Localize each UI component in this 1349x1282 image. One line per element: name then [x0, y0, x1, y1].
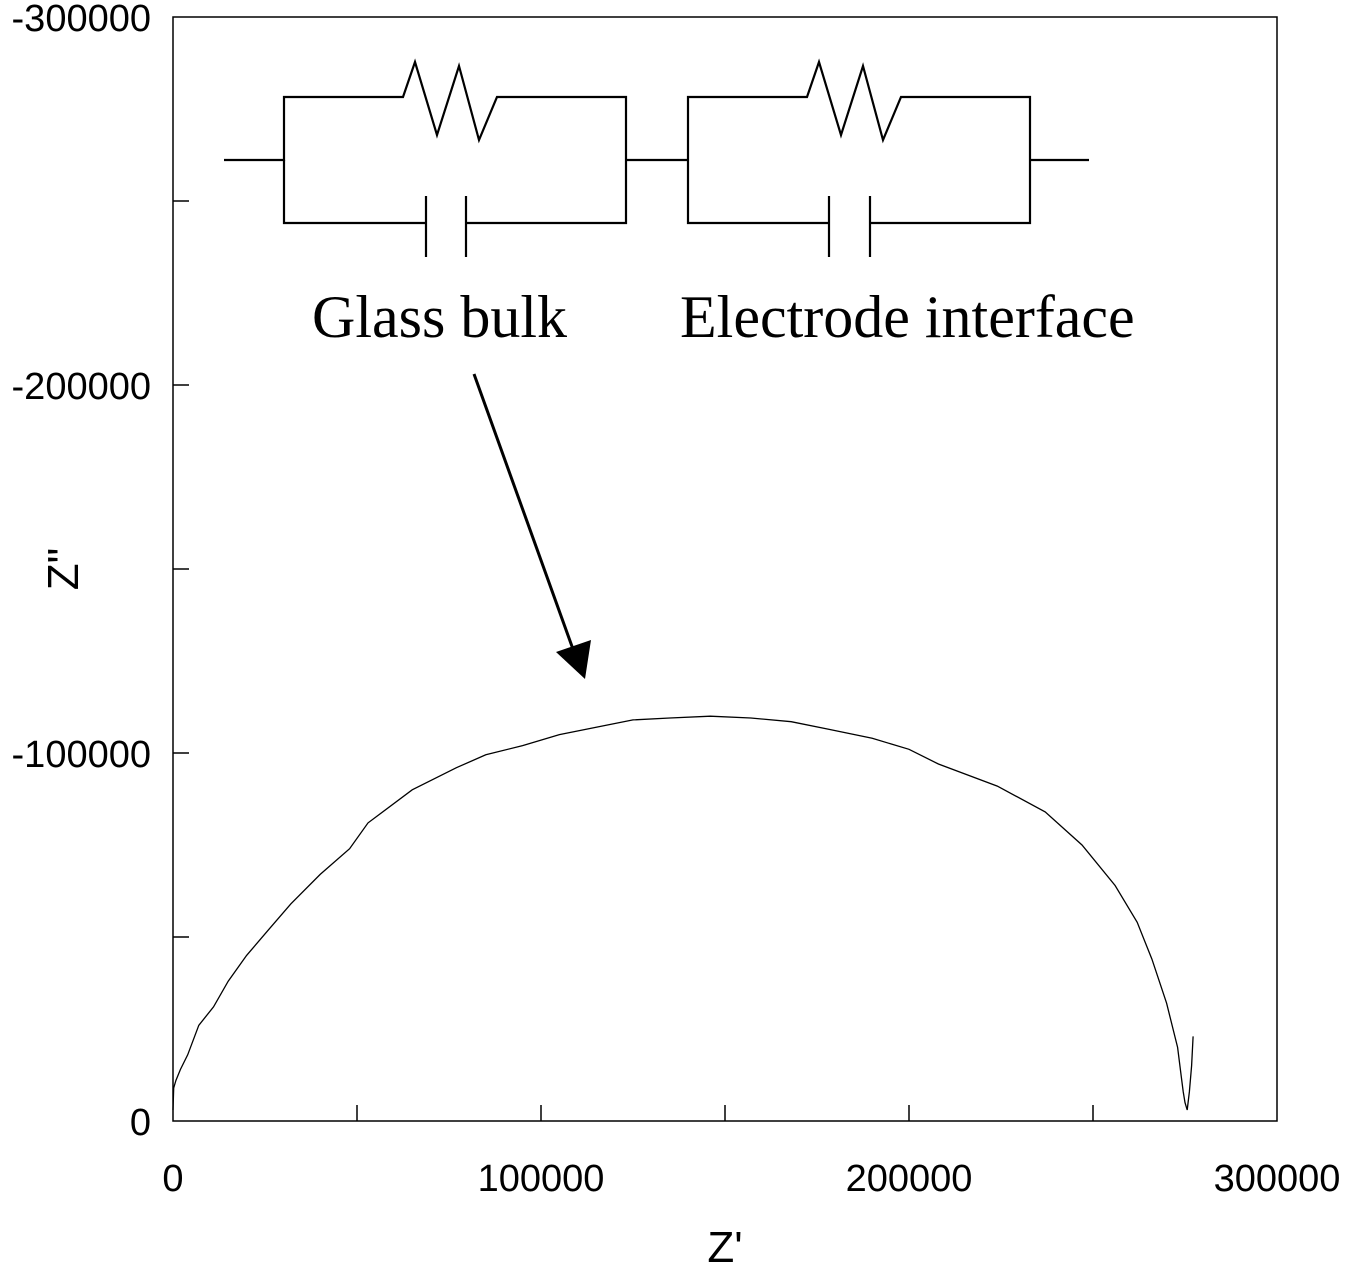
electrode-interface-rc-element: [686, 58, 1089, 257]
glass-bulk-rc-element: [224, 58, 628, 257]
plot-frame: [172, 16, 1278, 1122]
resistor-icon: [224, 58, 628, 162]
capacitor-icon: [282, 160, 628, 257]
electrode-interface-label: Electrode interface: [680, 284, 1135, 350]
y-tick-label: -200000: [12, 366, 151, 408]
x-tick-label: 200000: [846, 1158, 973, 1200]
x-tick-label: 100000: [478, 1158, 605, 1200]
arrow-shaft: [472, 373, 576, 653]
y-tick-label: -100000: [12, 734, 151, 776]
x-tick-label: 300000: [1214, 1158, 1341, 1200]
resistor-icon: [686, 58, 1032, 160]
annotation-arrow: [472, 373, 591, 679]
arrowhead-icon: [556, 640, 591, 679]
y-tick-label: -300000: [12, 0, 151, 40]
axis-ticks: [173, 200, 1094, 1121]
capacitor-icon: [686, 158, 1089, 257]
impedance-series-line: [172, 715, 1194, 1111]
rc-circuit-diagram: [224, 58, 1089, 257]
series-group: [172, 715, 1194, 1111]
glass-bulk-label: Glass bulk: [312, 284, 567, 350]
y-tick-label: 0: [130, 1102, 151, 1144]
y-axis-title: Z": [39, 548, 88, 591]
x-tick-label: 0: [162, 1158, 183, 1200]
axis-tick-labels: 0 100000 200000 300000 0 -100000 -200000 -30000…: [12, 0, 1341, 1200]
x-axis-title: Z': [707, 1223, 742, 1272]
